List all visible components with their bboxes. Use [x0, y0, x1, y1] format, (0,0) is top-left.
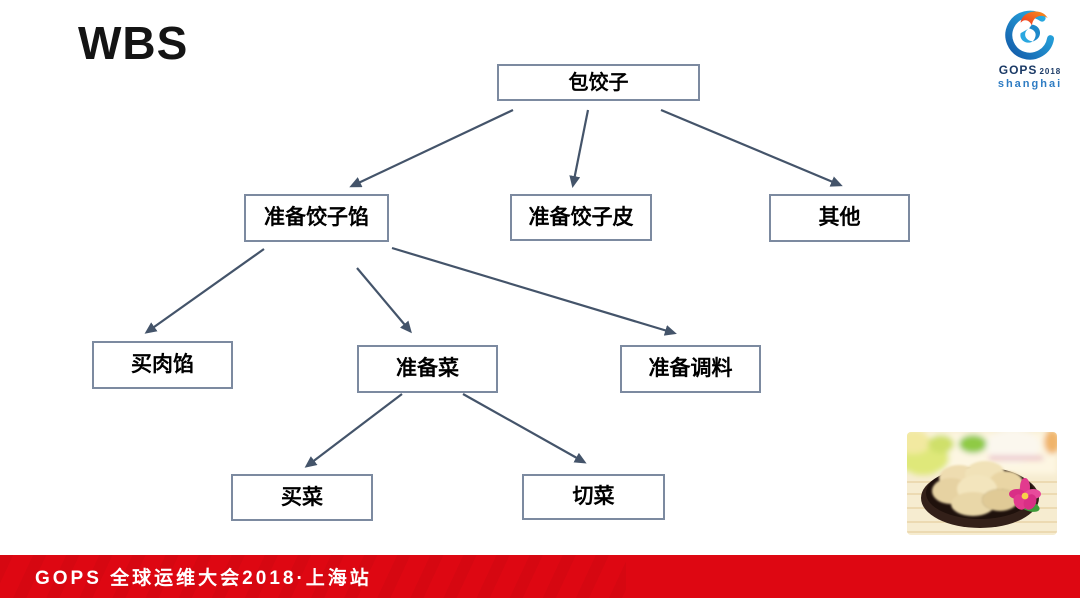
dumplings-photo: [907, 432, 1057, 535]
node-buy-veg: 买菜: [231, 474, 373, 521]
slide-title: WBS: [78, 17, 189, 69]
edge-prep-filling-to-prep-veg: [356, 267, 412, 334]
node-buy-meat: 买肉馅: [92, 341, 233, 389]
node-prep-filling: 准备饺子馅: [244, 194, 389, 242]
logo-year-text: 2018: [1039, 67, 1062, 76]
footer-text: GOPS 全球运维大会2018·上海站: [35, 568, 372, 589]
logo-name-text: GOPS: [998, 63, 1038, 77]
footer-bar: GOPS 全球运维大会2018·上海站: [0, 555, 1080, 598]
dumplings-photo-art: [907, 432, 1057, 535]
node-cut-veg: 切菜: [522, 474, 665, 520]
edge-prep-filling-to-prep-seasoning: [391, 246, 677, 336]
edge-prep-filling-to-buy-meat: [144, 248, 265, 334]
edge-root-to-prep-filling: [349, 109, 514, 188]
node-prep-seasoning: 准备调料: [620, 345, 761, 393]
edge-root-to-prep-wrapper: [569, 109, 590, 188]
edge-prep-veg-to-cut-veg: [462, 393, 587, 464]
node-prep-veg: 准备菜: [357, 345, 498, 393]
node-prep-wrapper: 准备饺子皮: [510, 194, 652, 241]
node-root: 包饺子: [497, 64, 700, 101]
node-other: 其他: [769, 194, 910, 242]
flower-accent: [1009, 478, 1041, 512]
logo-city: shanghai: [997, 78, 1063, 90]
edge-prep-veg-to-buy-veg: [304, 393, 403, 468]
gops-swirl-icon: [1005, 10, 1055, 60]
edge-root-to-other: [660, 108, 843, 187]
